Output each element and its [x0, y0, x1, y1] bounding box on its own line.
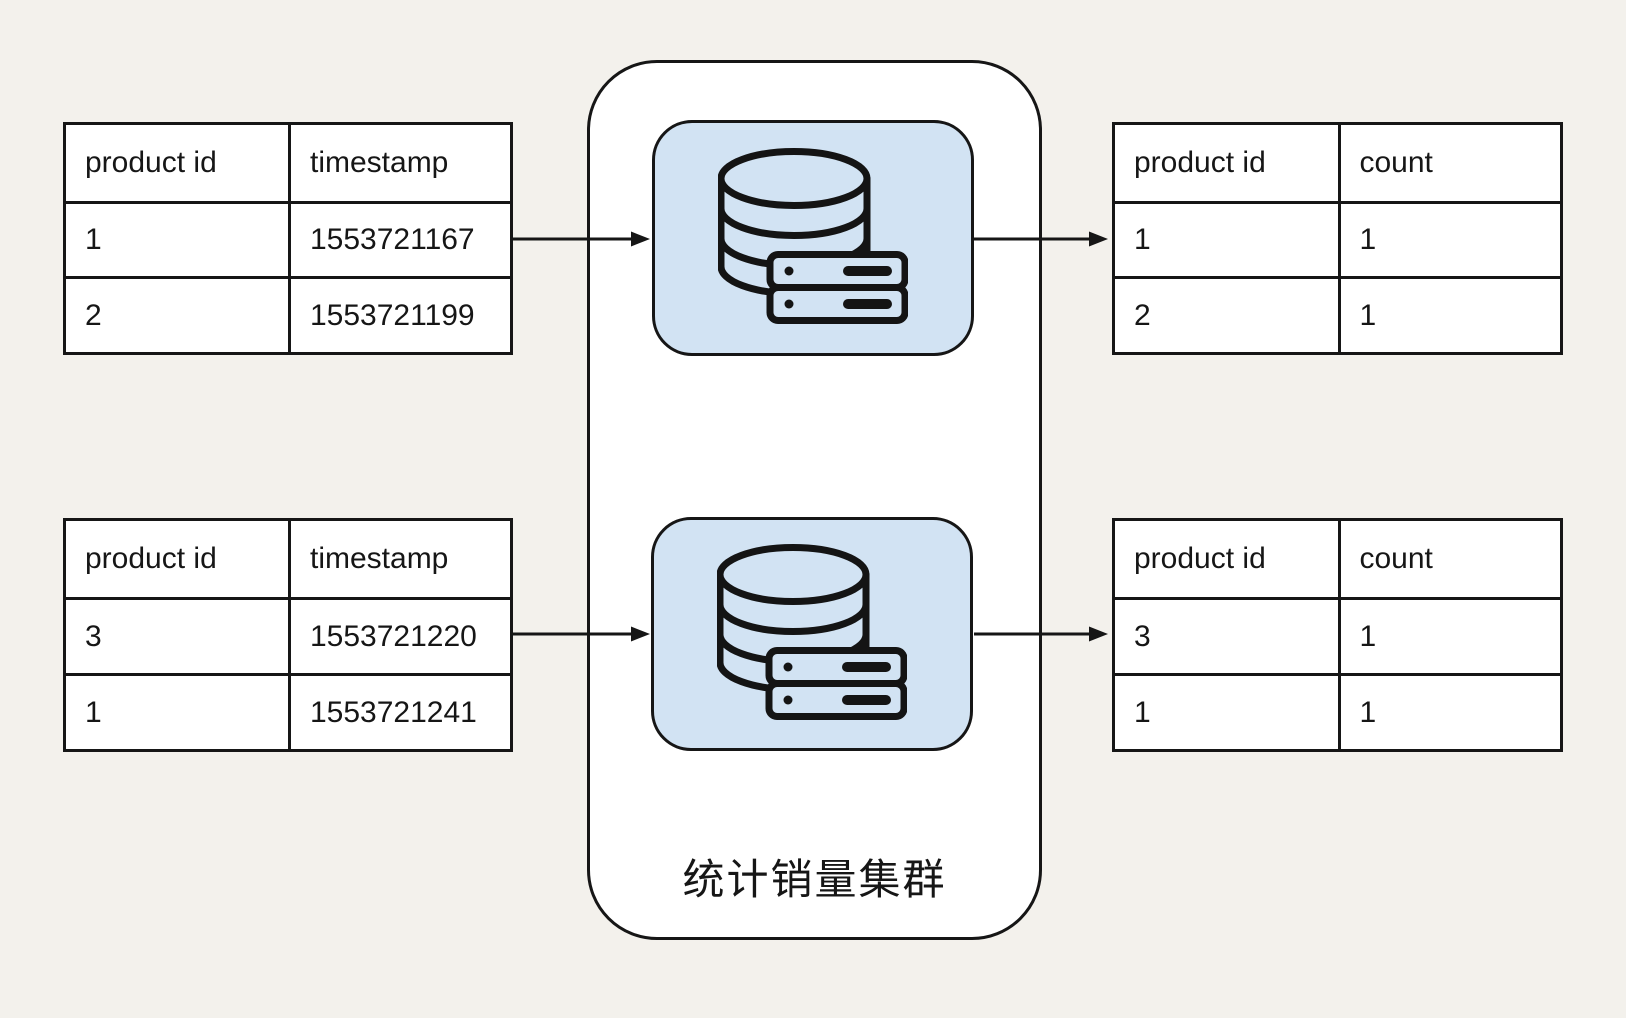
column-header: count: [1337, 521, 1561, 597]
table-cell: 1553721167: [288, 200, 510, 277]
column-header: timestamp: [288, 521, 510, 597]
column-header: count: [1337, 125, 1561, 201]
output-table-bottom: product id count 3 1 1 1: [1112, 518, 1563, 752]
database-node-top: [652, 120, 974, 356]
table-cell: 1: [1337, 276, 1560, 352]
table-cell: 1: [66, 673, 288, 749]
table-cell: 1: [1337, 673, 1560, 749]
table-cell: 1553721220: [288, 597, 510, 673]
database-node-bottom: [651, 517, 973, 751]
database-server-icon: [716, 543, 908, 725]
table-cell: 3: [1115, 597, 1338, 673]
output-table-top: product id count 1 1 2 1: [1112, 122, 1563, 355]
column-header: product id: [1134, 145, 1266, 179]
column-header: timestamp: [288, 125, 510, 201]
table-cell: 2: [66, 276, 288, 352]
table-cell: 1: [66, 200, 288, 277]
column-header: product id: [1134, 542, 1266, 575]
table-cell: 1553721241: [288, 673, 510, 749]
column-header: product id: [85, 145, 217, 179]
input-table-bottom: product id timestamp 3 1553721220 1 1553…: [63, 518, 513, 752]
table-cell: 1: [1115, 673, 1338, 749]
table-cell: 1553721199: [288, 276, 510, 352]
table-cell: 3: [66, 597, 288, 673]
table-cell: 1: [1337, 597, 1560, 673]
cluster-label: 统计销量集群: [682, 856, 947, 903]
table-cell: 2: [1115, 276, 1338, 352]
input-table-top: product id timestamp 1 1553721167 2 1553…: [63, 122, 513, 355]
table-cell: 1: [1115, 200, 1338, 277]
table-cell: 1: [1337, 200, 1560, 277]
column-header: product id: [85, 542, 217, 575]
database-server-icon: [717, 147, 909, 329]
